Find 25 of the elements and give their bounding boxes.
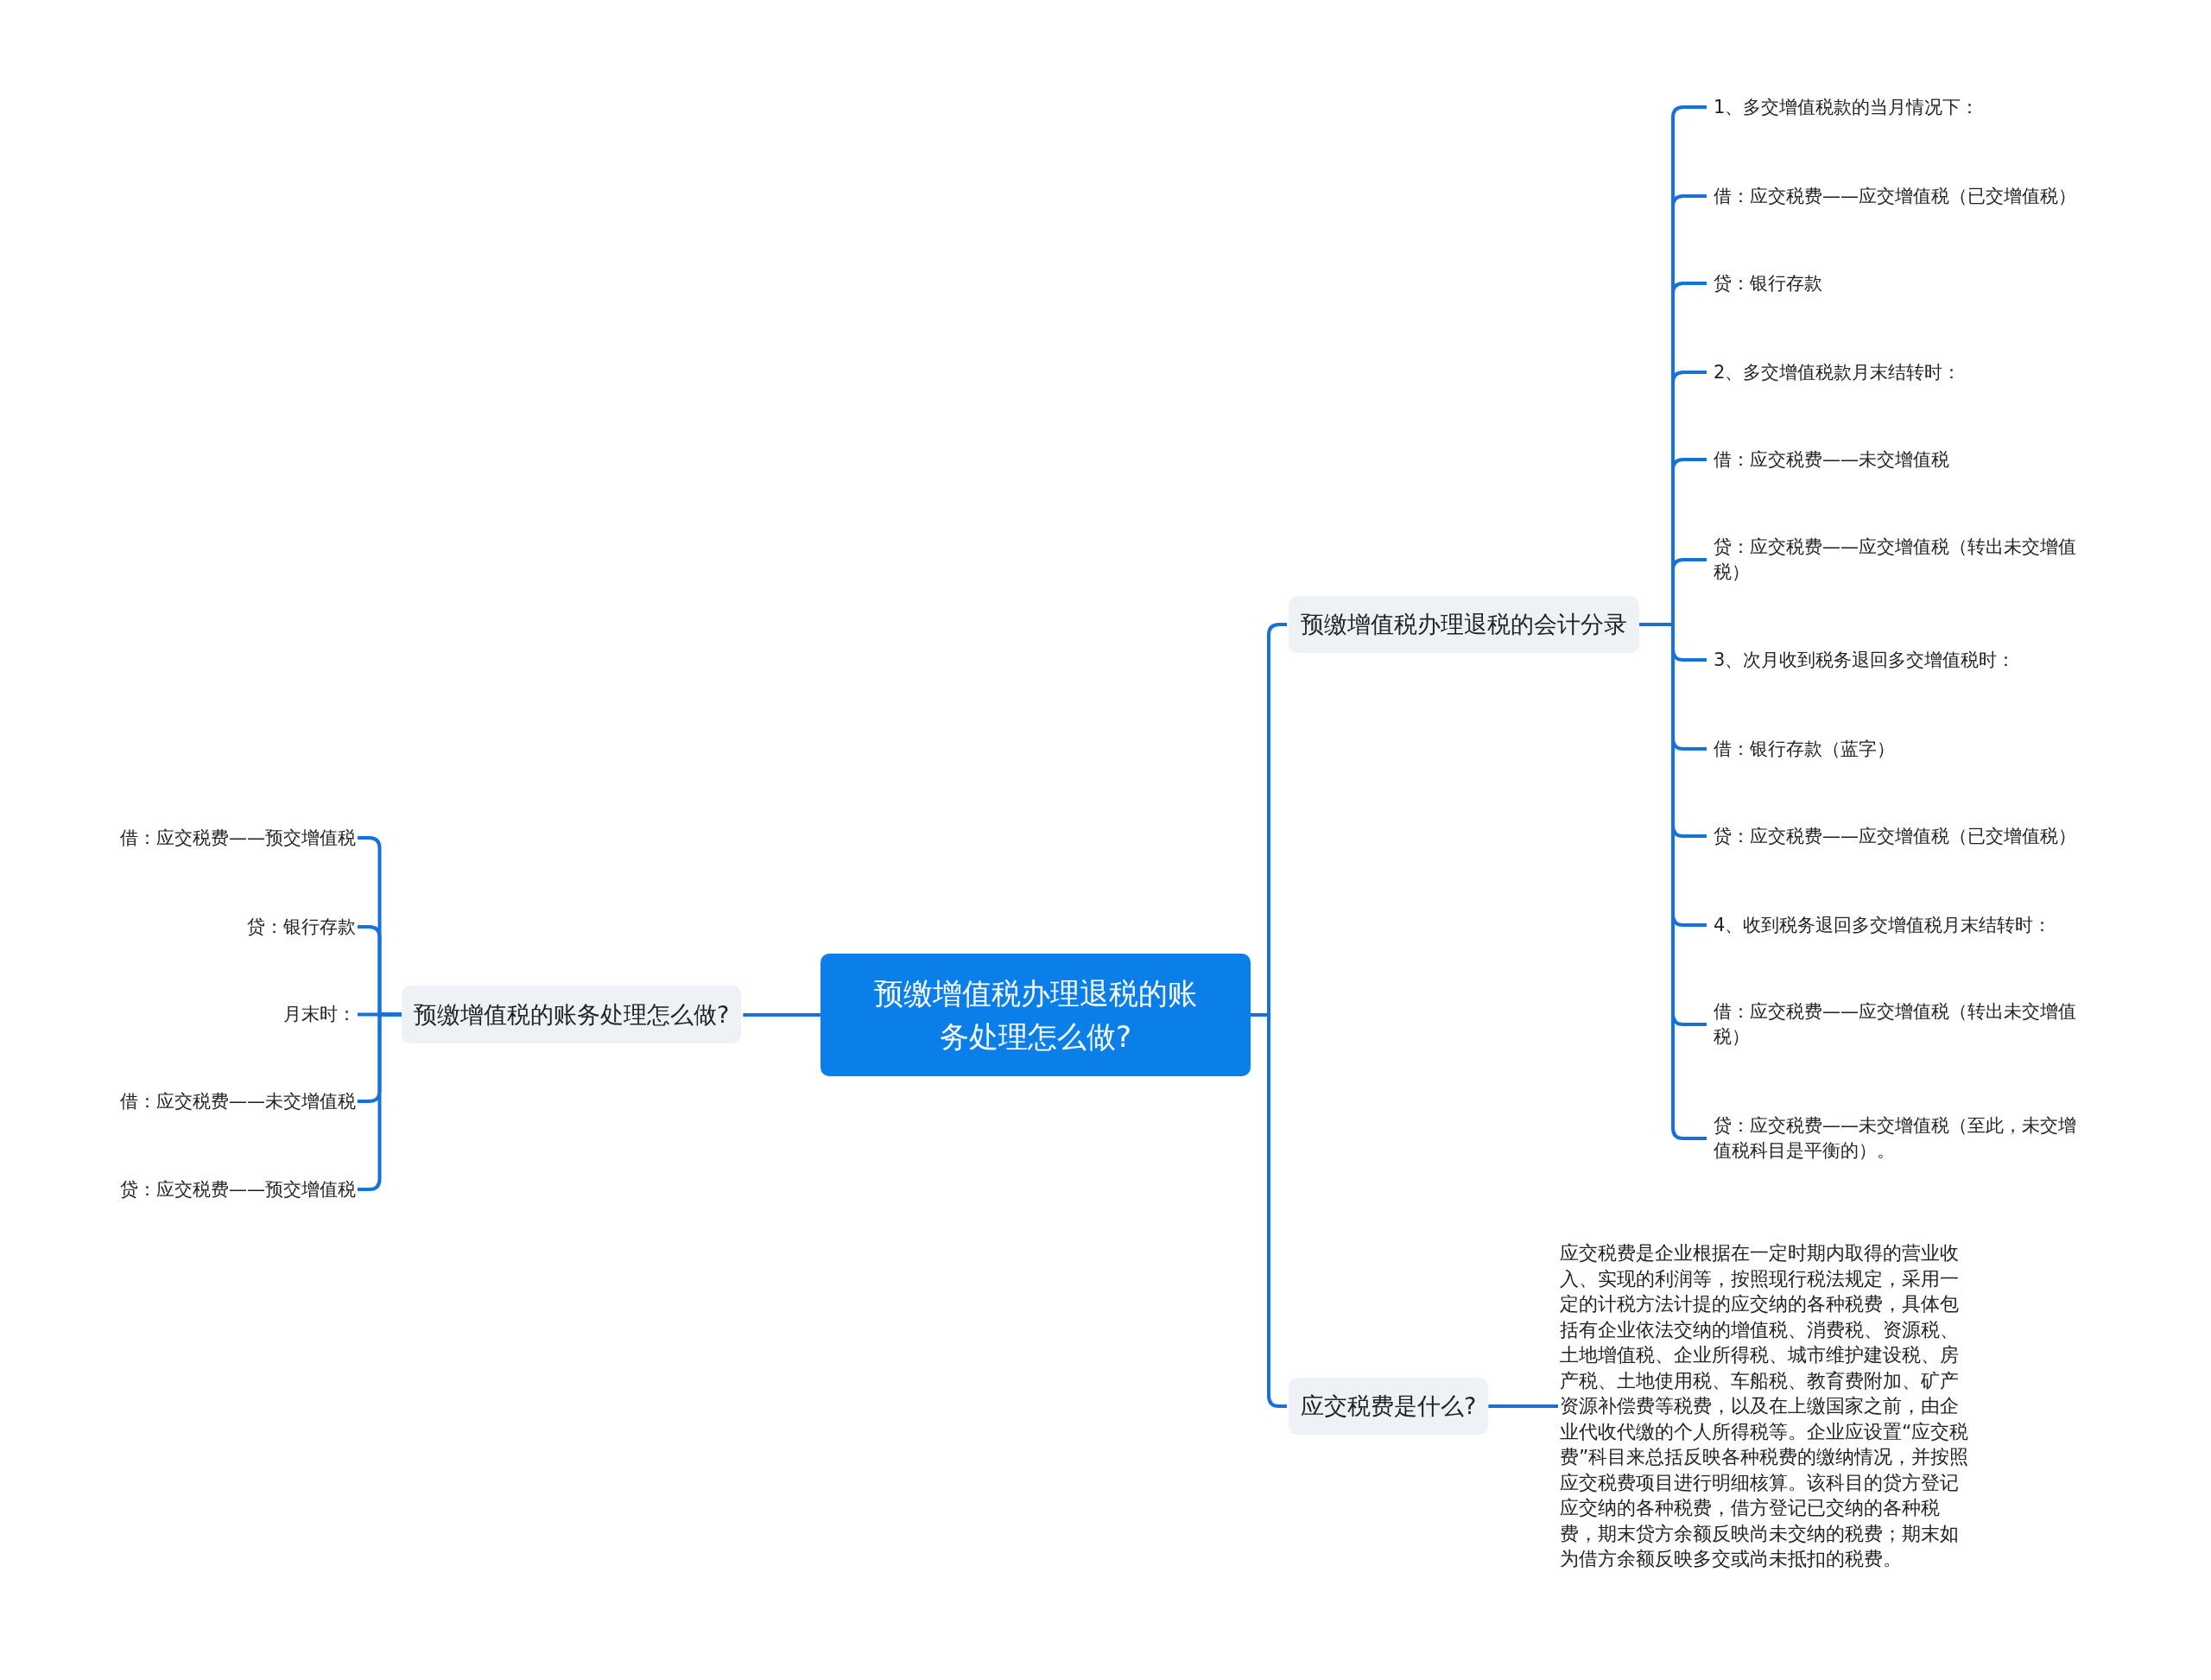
central-topic: 预缴增值税办理退税的账务处理怎么做? [820,954,1251,1076]
subtopic-text: 贷：应交税费——未交增值税（至此，未交增值税科目是平衡的）。 [1708,1113,2099,1163]
note-text: 应交税费是企业根据在一定时期内取得的营业收入、实现的利润等，按照现行税法规定，采用一定的计税方法计提的应交纳的各种税费，具体包括有企业依法交纳的增值税、消费税、资源税、土地增值税、企业所得税、城市维护建设税、房产税、土地使用税、车船税、教育费附加、矿产资源补偿费等税费，以及在上缴国家之前，由企业代收代缴的个人所得税等。企业应设置“应交税费”科目来总括反映各种税费的缴纳情况，并按照应交税费项目进行明细核算。该科目的贷方登记应交纳的各种税费，借方登记已交纳的各种税费，期末贷方余额反映尚未交纳的税费；期末如为借方余额反映多交或尚未抵扣的税费。 [1560,1240,1973,1572]
topic-box: 预缴增值税办理退税的会计分录 [1289,596,1639,653]
connector [743,1013,820,1017]
subtopic-text: 借：应交税费——未交增值税 [120,1088,356,1114]
subtopic-text: 借：应交税费——应交增值税（转出未交增值税） [1708,999,2099,1049]
subtopic-text: 借：银行存款（蓝字） [1708,736,2099,762]
subtopic-text: 贷：银行存款 [247,914,356,940]
subtopic-text: 贷：应交税费——应交增值税（已交增值税） [1708,823,2099,849]
connector [1251,1013,1287,1408]
subtopic-text: 月末时： [283,1001,356,1027]
subtopic-text: 4、收到税务退回多交增值税月末结转时： [1708,912,2099,938]
topic-box: 预缴增值税的账务处理怎么做? [402,986,742,1043]
subtopic-text: 3、次月收到税务退回多交增值税时： [1708,647,2099,673]
subtopic-text: 1、多交增值税款的当月情况下： [1708,94,2099,120]
subtopic-text: 贷：银行存款 [1708,270,2099,296]
connector [1488,1404,1558,1408]
subtopic-text: 贷：应交税费——应交增值税（转出未交增值税） [1708,535,2099,585]
subtopic-text: 借：应交税费——应交增值税（已交增值税） [1708,183,2099,209]
subtopic-text: 贷：应交税费——预交增值税 [120,1176,356,1202]
subtopic-text: 2、多交增值税款月末结转时： [1708,359,2099,385]
subtopic-text: 借：应交税费——预交增值税 [120,825,356,851]
subtopic-text: 借：应交税费——未交增值税 [1708,447,2099,472]
topic-box: 应交税费是什么? [1289,1378,1489,1435]
